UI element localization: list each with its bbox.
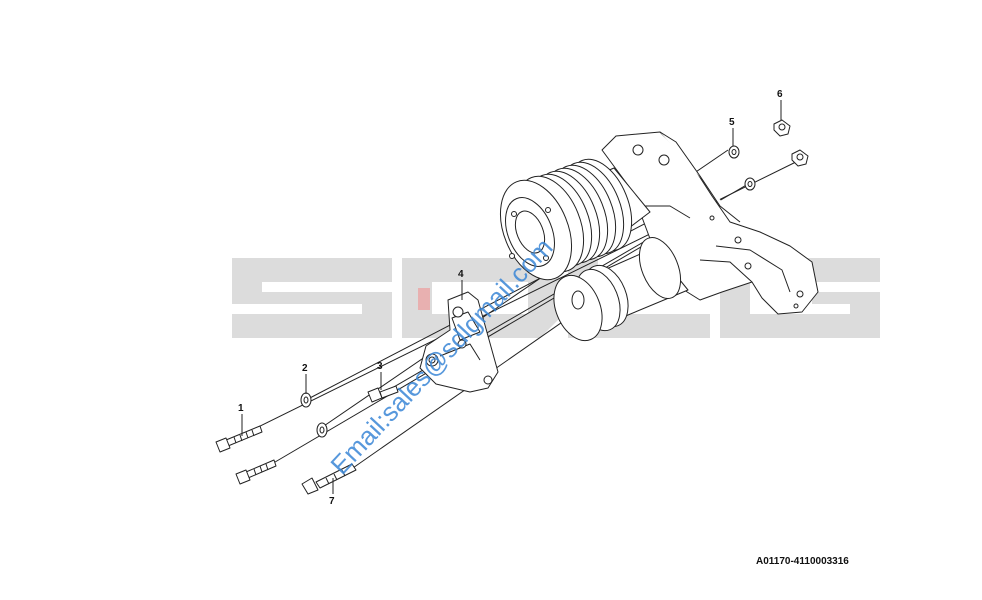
upper-pulley xyxy=(500,158,651,281)
washer-part-2-lower xyxy=(316,422,328,438)
washer-part-5-upper xyxy=(728,145,740,159)
washer-part-5-lower xyxy=(744,177,756,191)
callout-2: 2 xyxy=(302,363,308,374)
bolt-part-3 xyxy=(367,385,399,403)
callout-1: 1 xyxy=(238,403,244,414)
bracket-part-4 xyxy=(419,291,499,393)
callout-3: 3 xyxy=(377,361,383,372)
callout-4: 4 xyxy=(458,269,464,280)
bolt-part-1-lower xyxy=(235,459,277,485)
callout-5: 5 xyxy=(729,117,735,128)
nut-part-6-upper xyxy=(773,119,791,137)
bolt-part-7 xyxy=(301,463,357,495)
assembly-drawing xyxy=(215,100,819,495)
nut-part-6-lower xyxy=(791,149,809,167)
alternator-mount-housing xyxy=(601,131,819,315)
callout-6: 6 xyxy=(777,89,783,100)
bolt-part-1-upper xyxy=(215,425,263,453)
lower-idler-roller xyxy=(553,237,689,342)
leader-lines xyxy=(241,100,782,494)
callout-7: 7 xyxy=(329,496,335,507)
drawing-reference-code: A01170-4110003316 xyxy=(756,556,849,567)
washer-part-2-upper xyxy=(300,392,312,408)
